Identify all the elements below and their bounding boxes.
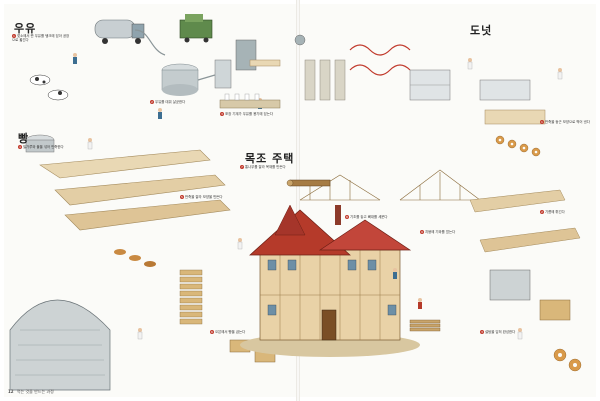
caption-1-text: 젖소에서 짠 우유를 탱크에 담아 공장으로 옮긴다 (12, 34, 70, 43)
book-gutter (296, 0, 300, 401)
caption-5-text: 반죽을 잘라 모양을 만든다 (185, 195, 223, 199)
bread-illustration (9, 134, 276, 391)
caption-9-text: 지붕에 기와를 얹는다 (425, 230, 456, 234)
caption-12-text: 설탕을 입혀 완성한다 (485, 330, 516, 334)
donut-illustration (467, 58, 582, 372)
milk-illustration (29, 14, 281, 119)
caption-7-text: 통나무를 잘라 목재를 만든다 (245, 165, 286, 169)
caption-6-text: 오븐에서 빵을 굽는다 (215, 330, 246, 334)
caption-10-text: 반죽을 둥근 모양으로 찍어 낸다 (545, 120, 590, 124)
caption-2-text: 우유를 데워 살균한다 (155, 100, 186, 104)
dairy-process-illustration (249, 34, 451, 101)
page-footer: 12 먹는 것을 만드는 과정 (8, 389, 54, 395)
caption-8-text: 기초를 놓고 뼈대를 세운다 (350, 215, 388, 219)
caption-11-text: 기름에 튀긴다 (545, 210, 565, 214)
section-title-bread: 빵 (18, 132, 30, 145)
wooden-house-illustration (240, 169, 481, 357)
footer-text: 먹는 것을 만드는 과정 (16, 389, 54, 394)
caption-3-text: 포장 기계가 우유를 용기에 담는다 (225, 112, 273, 116)
section-title-donut: 도넛 (470, 24, 493, 37)
section-title-milk: 우유 (14, 22, 37, 35)
section-title-house: 목조 주택 (245, 152, 295, 165)
caption-4-text: 밀가루와 물을 섞어 반죽한다 (23, 145, 64, 149)
page-number: 12 (8, 389, 14, 394)
